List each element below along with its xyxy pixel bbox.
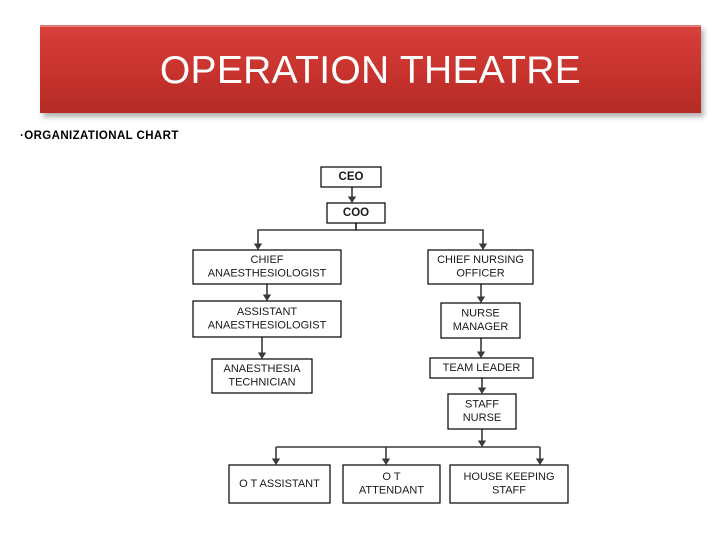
node-box-chief_anaes	[192, 249, 342, 285]
node-label-staff_nurse: NURSE	[463, 412, 502, 424]
node-box-anaes_tech	[211, 358, 313, 394]
arrowhead-asst_anaes-to-anaes_tech	[257, 352, 267, 359]
node-label-coo: COO	[343, 207, 369, 219]
node-box-ot_assistant	[228, 464, 331, 504]
node-label-ot_assistant: O T ASSISTANT	[239, 478, 320, 490]
node-box-housekeeping	[449, 464, 569, 504]
arrowhead-coo-to-chief_nurse	[478, 243, 488, 250]
arrowhead-staff_nurse-to-bus	[477, 440, 487, 447]
node-label-staff_nurse: STAFF	[465, 399, 499, 411]
arrowhead-nurse_mgr-to-team_leader	[476, 351, 486, 358]
node-label-ot_attendant: O T	[382, 471, 400, 483]
node-ot_attendant[interactable]: O T ATTENDANT	[342, 464, 441, 504]
node-asst_anaes[interactable]: ASSISTANT ANAESTHESIOLOGIST	[192, 300, 342, 338]
node-label-ot_attendant: ATTENDANT	[359, 485, 424, 497]
node-label-housekeeping: STAFF	[492, 485, 526, 497]
node-ceo[interactable]: CEO	[320, 166, 382, 188]
connector-bus-to-ot_assistant	[275, 446, 540, 461]
node-box-ceo	[320, 166, 382, 188]
node-ot_assistant[interactable]: O T ASSISTANT	[228, 464, 331, 504]
node-label-chief_anaes: CHIEF	[251, 254, 284, 266]
node-label-housekeeping: HOUSE KEEPING	[463, 471, 554, 483]
node-box-ot_attendant	[342, 464, 441, 504]
arrowhead-chief_nurse-to-nurse_mgr	[476, 296, 486, 303]
node-box-asst_anaes	[192, 300, 342, 338]
subtitle-text: ORGANIZATIONAL CHART	[24, 130, 179, 143]
node-label-asst_anaes: ANAESTHESIOLOGIST	[208, 320, 327, 332]
node-box-chief_nurse	[427, 249, 534, 285]
node-coo[interactable]: COO	[326, 202, 386, 224]
node-box-team_leader	[429, 357, 534, 379]
connector-coo-to-chief_anaes	[257, 223, 357, 246]
node-label-anaes_tech: TECHNICIAN	[228, 377, 295, 389]
arrowhead-ceo-to-coo	[347, 196, 357, 203]
arrowhead-bus-to-ot_attendant	[381, 458, 391, 465]
node-label-asst_anaes: ASSISTANT	[237, 306, 298, 318]
node-chief_nurse[interactable]: CHIEF NURSING OFFICER	[427, 249, 534, 285]
arrowhead-chief_anaes-to-asst_anaes	[262, 294, 272, 301]
node-box-staff_nurse	[447, 393, 517, 430]
node-box-coo	[326, 202, 386, 224]
page-title: OPERATION THEATRE	[159, 48, 582, 92]
node-housekeeping[interactable]: HOUSE KEEPING STAFF	[449, 464, 569, 504]
arrowhead-bus-to-ot_assistant	[271, 458, 281, 465]
node-label-chief_anaes: ANAESTHESIOLOGIST	[208, 268, 327, 280]
title-banner: OPERATION THEATRE	[40, 25, 701, 113]
node-team_leader[interactable]: TEAM LEADER	[429, 357, 534, 379]
arrowhead-team_leader-to-staff_nurse	[477, 387, 487, 394]
node-label-chief_nurse: OFFICER	[456, 268, 504, 280]
node-chief_anaes[interactable]: CHIEF ANAESTHESIOLOGIST	[192, 249, 342, 285]
arrowhead-coo-to-chief_anaes	[253, 243, 263, 250]
node-label-ceo: CEO	[339, 171, 364, 183]
node-label-chief_nurse: CHIEF NURSING	[437, 254, 524, 266]
organizational-chart: CEO COO CHIEF ANAESTHESIOLOGIST CHIEF NURSIN…	[192, 166, 569, 504]
arrowhead-bus-to-housekeeping	[535, 458, 545, 465]
node-anaes_tech[interactable]: ANAESTHESIA TECHNICIAN	[211, 358, 313, 394]
bullet-icon: ·	[20, 130, 25, 142]
node-layer: CEO COO CHIEF ANAESTHESIOLOGIST CHIEF NURSIN…	[192, 166, 569, 504]
node-label-nurse_mgr: MANAGER	[453, 321, 509, 333]
node-label-team_leader: TEAM LEADER	[443, 362, 521, 374]
node-box-nurse_mgr	[440, 302, 521, 339]
node-label-nurse_mgr: NURSE	[461, 308, 500, 320]
subtitle-bullet-line: ·ORGANIZATIONAL CHART	[20, 130, 179, 142]
connector-coo-to-chief_nurse	[355, 223, 484, 246]
connector-layer	[253, 187, 545, 465]
node-label-anaes_tech: ANAESTHESIA	[223, 363, 301, 375]
